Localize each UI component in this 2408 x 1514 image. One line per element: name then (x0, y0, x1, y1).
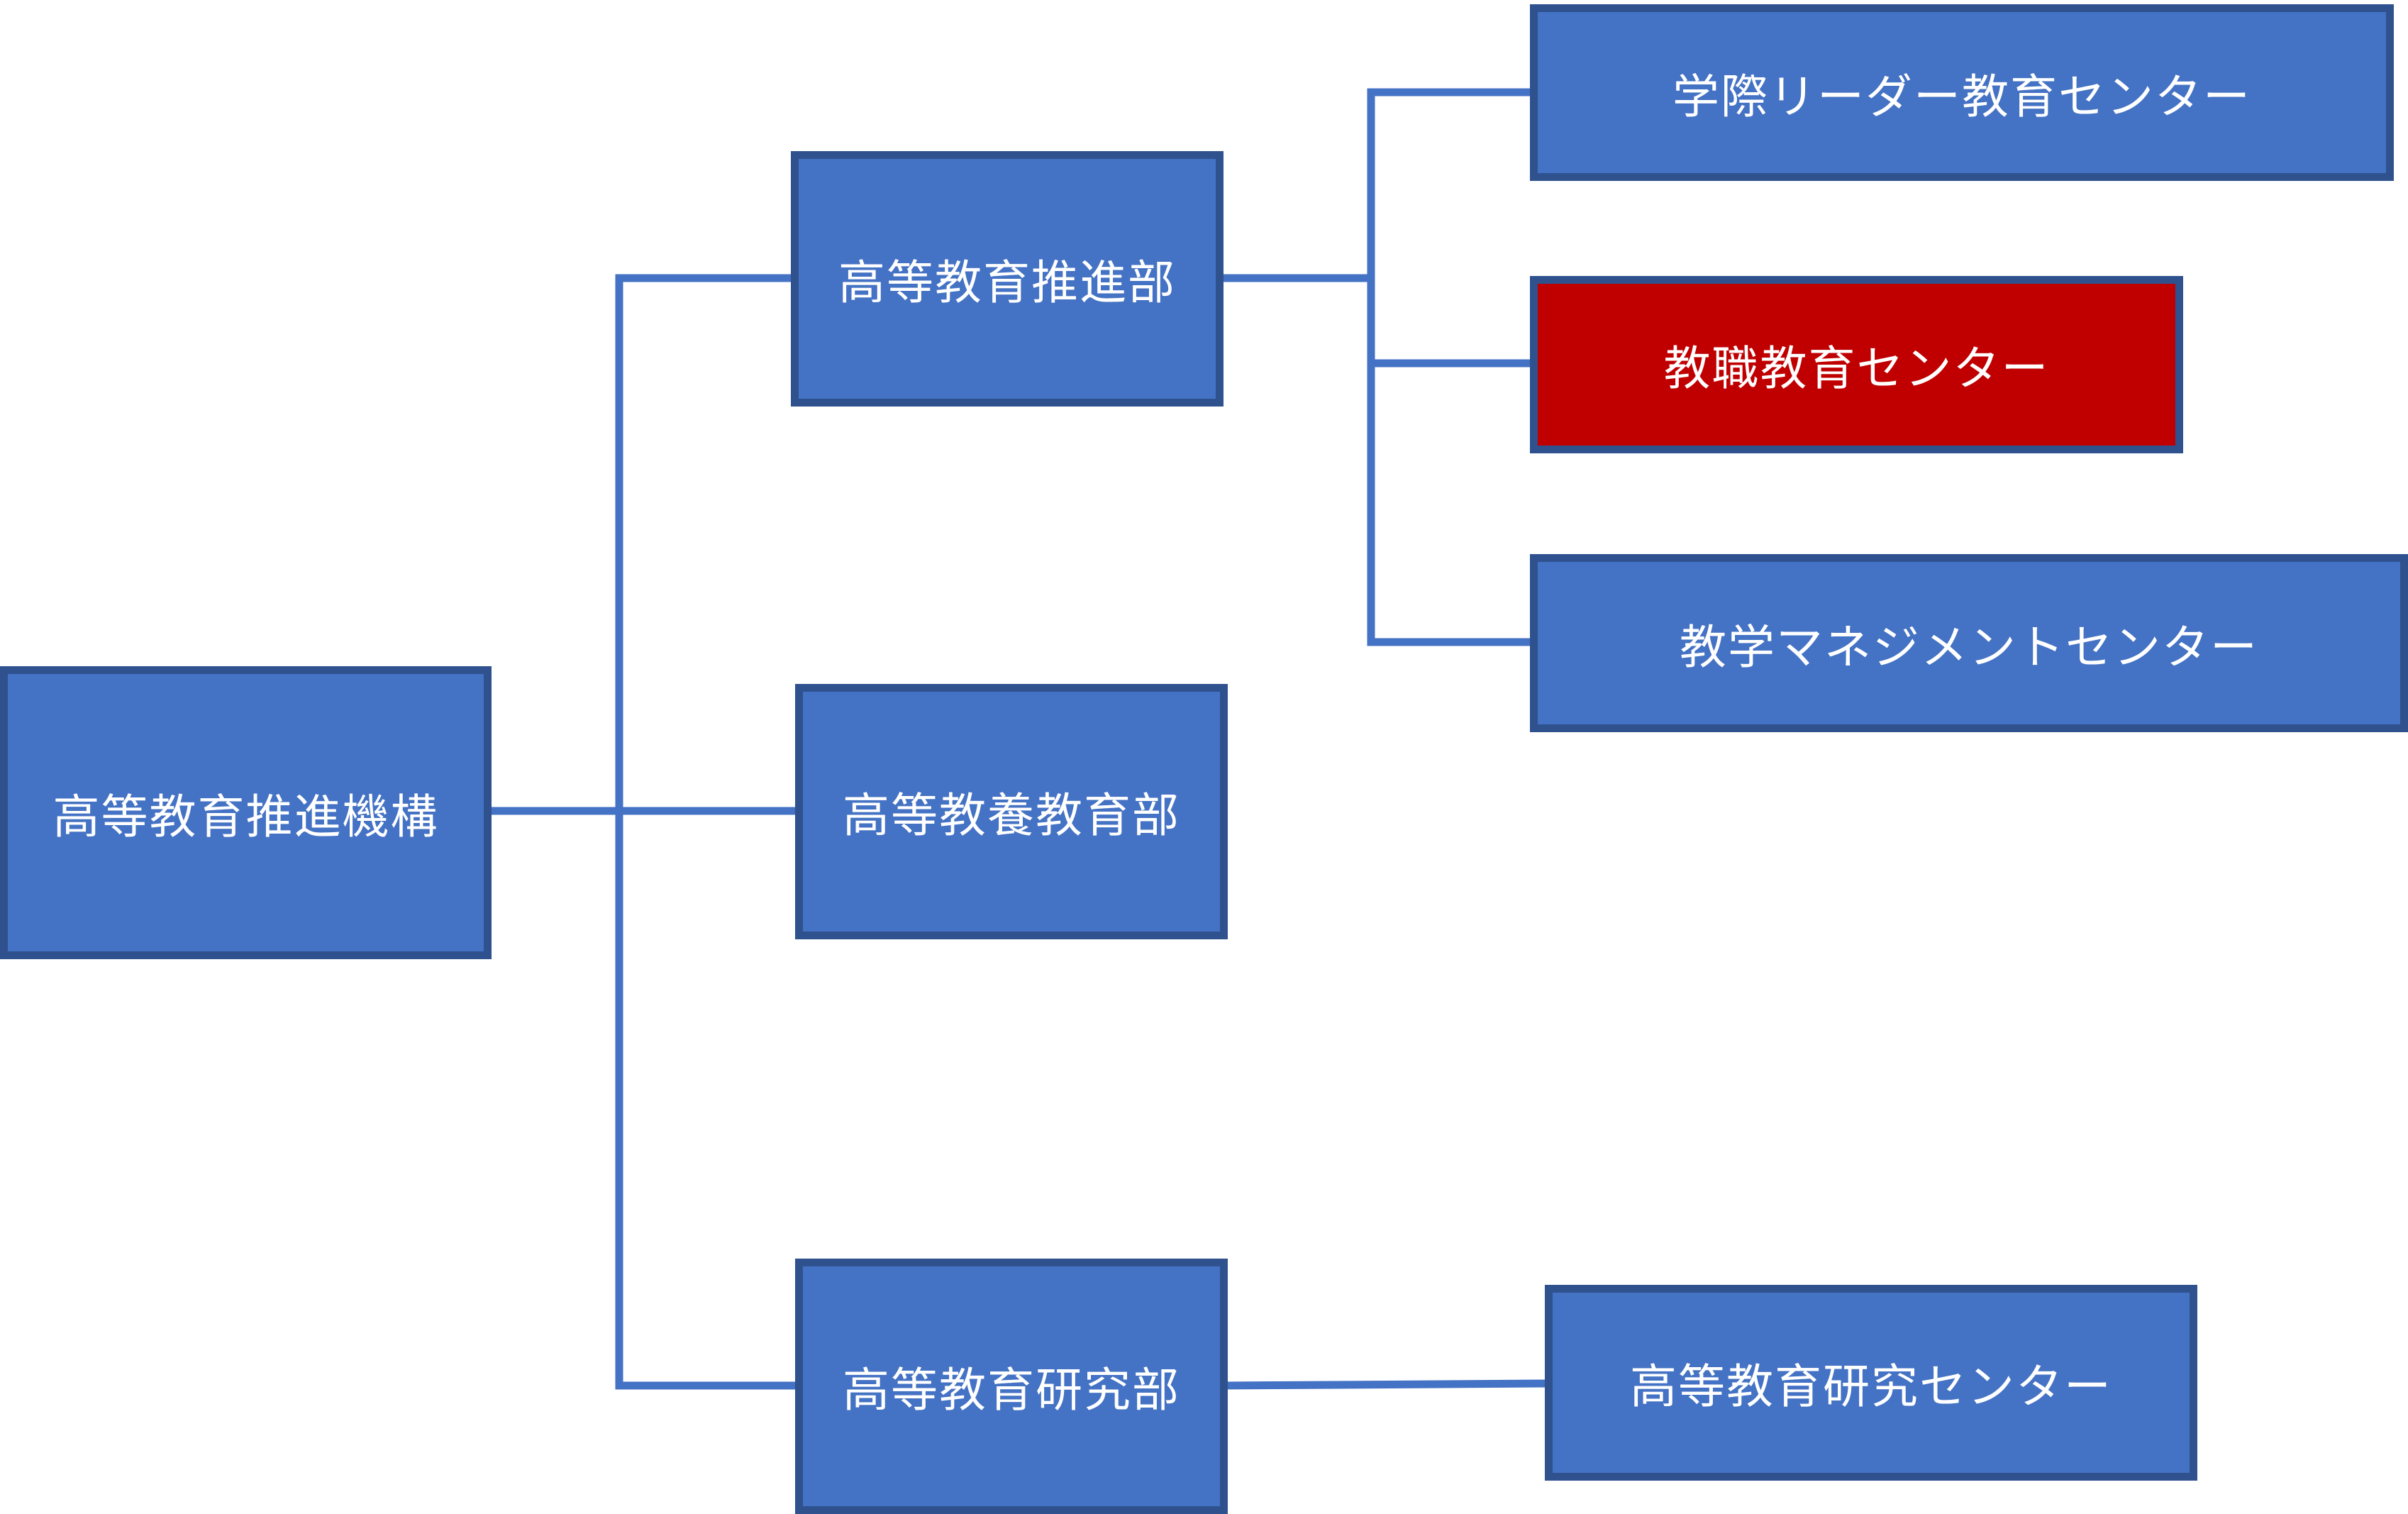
connector-to-research-center (1220, 1379, 1553, 1390)
node-leader-center: 学際リーダー教育センター (1530, 4, 2394, 181)
node-research-center: 高等教育研究センター (1545, 1285, 2197, 1481)
node-root: 高等教育推進機構 (0, 666, 492, 959)
node-research-dept: 高等教育研究部 (795, 1259, 1228, 1514)
node-promotion-dept: 高等教育推進部 (791, 151, 1224, 407)
node-management-center: 教学マネジメントセンター (1530, 554, 2408, 732)
node-teacher-center: 教職教育センター (1530, 276, 2183, 453)
node-liberal-arts-dept: 高等教養教育部 (795, 684, 1228, 939)
